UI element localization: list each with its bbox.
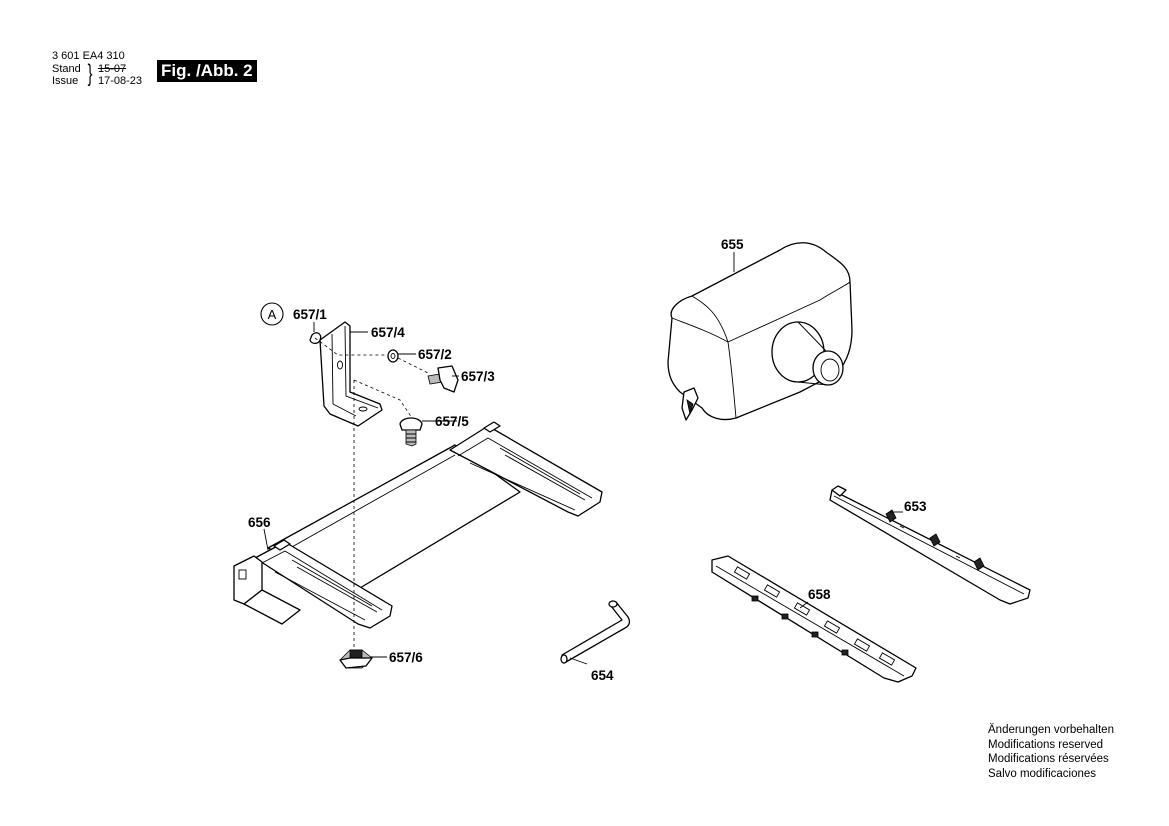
hex-key-654	[560, 600, 631, 664]
stand-label: Stand	[52, 63, 81, 75]
guide-assembly-656	[233, 421, 603, 629]
modification-notice: Änderungen vorbehalten Modifications res…	[988, 723, 1114, 781]
superseded-date: 15-07	[98, 63, 127, 75]
label-657-1: 657/1	[293, 307, 327, 322]
washer-657-2	[387, 349, 399, 363]
label-657-2: 657/2	[418, 347, 452, 362]
dust-bag-655	[667, 242, 853, 421]
strip-653	[829, 485, 1031, 605]
brace-symbol: }	[87, 60, 93, 87]
label-657-6: 657/6	[389, 650, 423, 665]
label-657-4: 657/4	[371, 325, 405, 340]
label-656: 656	[248, 515, 271, 530]
label-658: 658	[808, 587, 831, 602]
leader-lines	[263, 252, 903, 665]
carriage-bolt-657-5	[399, 417, 423, 447]
figure-label: Fig. /Abb. 2	[157, 60, 257, 82]
notice-english: Modifications reserved	[988, 738, 1104, 751]
strip-658	[711, 555, 917, 683]
notice-spanish: Salvo modificaciones	[988, 767, 1097, 780]
wing-screw-657-3	[427, 365, 459, 393]
notice-german: Änderungen vorbehalten	[988, 724, 1114, 736]
detail-marker-circle	[260, 302, 284, 326]
document-number: 3 601 EA4 310	[52, 50, 125, 62]
label-657-3: 657/3	[461, 369, 495, 384]
label-654: 654	[591, 668, 614, 683]
label-653: 653	[904, 499, 927, 514]
issue-date: 17-08-23	[98, 75, 143, 87]
detail-marker-label: A	[268, 307, 277, 322]
angle-bracket-657-4	[319, 321, 383, 427]
label-657-5: 657/5	[435, 414, 469, 429]
notice-french: Modifications réservées	[988, 753, 1109, 765]
issue-label: Issue	[52, 75, 79, 87]
wing-nut-657-6	[339, 649, 373, 669]
label-655: 655	[721, 237, 744, 252]
